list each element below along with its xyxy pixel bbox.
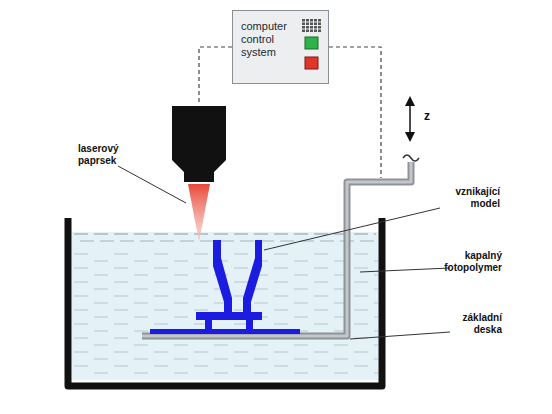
control-wire	[199, 47, 232, 104]
z-axis-arrowhead	[405, 96, 415, 142]
leader-line	[264, 208, 440, 250]
platform-arm-highlight	[142, 162, 411, 336]
liquid-surface	[80, 241, 376, 242]
part-label: laserový paprsek	[78, 143, 119, 167]
control-panel	[300, 17, 324, 75]
leader-line	[350, 332, 450, 339]
platform-arm	[142, 162, 411, 336]
leader-line	[360, 268, 450, 272]
tank	[68, 218, 382, 386]
part-label: kapalný fotopolymer	[444, 250, 502, 274]
arm-hook	[403, 155, 419, 161]
part-label: z	[424, 110, 430, 122]
liquid	[72, 232, 378, 380]
liquid-texture	[72, 250, 378, 378]
laser-head	[172, 106, 226, 182]
control-wire	[322, 47, 381, 178]
part-label: základní deska	[463, 312, 502, 336]
model	[150, 240, 300, 334]
control-box: computer control system	[232, 10, 329, 84]
leader-line	[118, 166, 186, 203]
box-label: computer control system	[241, 20, 299, 59]
laser-beam	[188, 184, 210, 242]
part-label: vznikající model	[456, 186, 500, 210]
